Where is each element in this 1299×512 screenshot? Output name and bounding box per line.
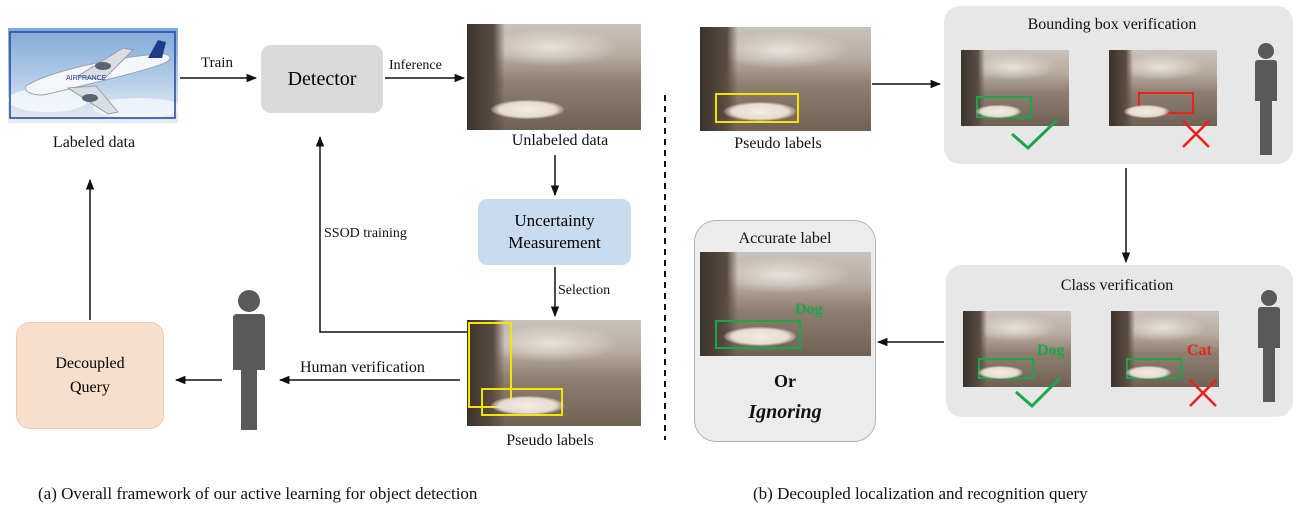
class-verification-title: Class verification [1060, 277, 1174, 294]
accurate-label-image [700, 252, 871, 356]
green-box-accurate [715, 320, 801, 349]
uncertainty-measurement-box: Uncertainty Measurement [478, 199, 631, 265]
caption-a: (a) Overall framework of our active lear… [38, 484, 478, 503]
detector-label: Detector [287, 67, 357, 90]
dog-tag-accurate: Dog [795, 301, 823, 318]
pseudo-labels-image-right [700, 27, 871, 131]
accurate-label-title: Accurate label [738, 230, 832, 247]
detector-box: Detector [261, 45, 383, 113]
class-bad-image [1111, 311, 1219, 387]
cat-tag-class: Cat [1187, 342, 1212, 359]
decoupled-line2: Query [70, 378, 110, 396]
person-icon [1258, 290, 1280, 402]
class-ok-image [963, 311, 1071, 387]
check-icon [1015, 376, 1062, 409]
uncertainty-line1: Uncertainty [514, 211, 595, 230]
plane-livery-text: AIRFRANCE [66, 75, 107, 82]
or-label: Or [774, 371, 796, 391]
bbox-ok-image [961, 50, 1069, 126]
train-label: Train [201, 55, 233, 71]
caption-b: (b) Decoupled localization and recogniti… [753, 484, 1088, 503]
bbox-verification-title: Bounding box verification [1027, 16, 1197, 33]
cross-icon [1182, 120, 1210, 148]
labeled-data-label: Labeled data [52, 134, 136, 151]
decoupled-line1: Decoupled [55, 354, 125, 372]
person-icon [1255, 43, 1277, 155]
cross-icon [1189, 379, 1217, 407]
yellow-box-bicycle [468, 322, 512, 408]
ssod-training-label: SSOD training [324, 226, 407, 241]
pseudo-labels-label-left: Pseudo labels [506, 432, 594, 449]
unlabeled-data-label: Unlabeled data [511, 132, 609, 149]
person-icon [233, 290, 265, 430]
inference-label: Inference [389, 58, 442, 73]
decoupled-query-box: Decoupled Query [16, 322, 164, 429]
yellow-box-dog-right [715, 93, 799, 123]
human-verification-label: Human verification [300, 359, 425, 376]
labeled-data-image: AIRFRANCE [8, 28, 178, 123]
check-icon [1011, 118, 1059, 151]
uncertainty-line2: Measurement [508, 233, 601, 252]
unlabeled-data-image [467, 24, 641, 130]
pseudo-labels-image-left [467, 320, 641, 426]
dog-tag-class: Dog [1037, 342, 1065, 359]
airplane-icon: AIRFRANCE [8, 31, 178, 119]
bbox-bad-image [1109, 50, 1217, 126]
selection-label: Selection [558, 283, 611, 298]
ssod-training-arrow [315, 135, 467, 333]
pseudo-labels-label-right: Pseudo labels [734, 135, 822, 152]
ignoring-label: Ignoring [748, 401, 822, 423]
